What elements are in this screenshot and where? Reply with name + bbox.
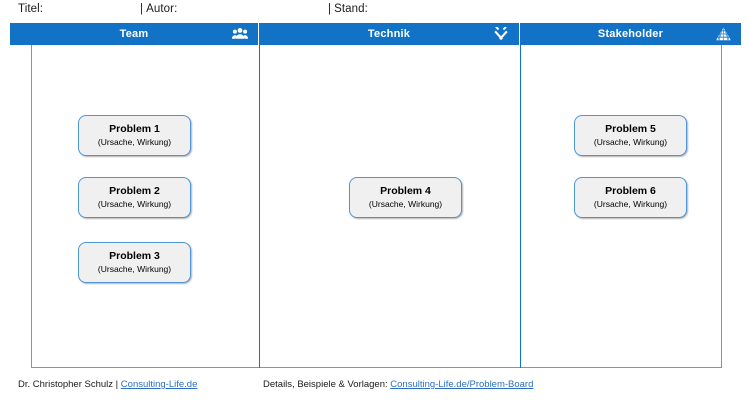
footer-resources-text: Details, Beispiele & Vorlagen: <box>263 379 391 390</box>
meta-separator-1: | <box>140 3 144 15</box>
problem-card-title: Problem 6 <box>605 185 656 197</box>
meta-titel-label: Titel: <box>18 3 44 15</box>
meta-autor-label: Autor: <box>146 3 178 15</box>
problem-card[interactable]: Problem 1 (Ursache, Wirkung) <box>78 115 191 156</box>
column-header-team-label: Team <box>119 28 149 40</box>
problem-card[interactable]: Problem 2 (Ursache, Wirkung) <box>78 177 191 218</box>
board-header: Team Technik <box>10 23 741 45</box>
board-body: Problem 1 (Ursache, Wirkung) Problem 2 (… <box>31 45 722 368</box>
column-header-stakeholder[interactable]: Stakeholder <box>520 23 741 45</box>
column-header-team[interactable]: Team <box>10 23 258 45</box>
crossed-hammers-icon <box>493 26 509 42</box>
footer-resources-link[interactable]: Consulting-Life.de/Problem-Board <box>390 379 534 390</box>
column-technik: Problem 4 (Ursache, Wirkung) <box>261 45 520 368</box>
document-meta-row: Titel: |Autor: |Stand: <box>0 0 749 22</box>
column-divider-2 <box>520 45 521 368</box>
footer-author-link[interactable]: Consulting-Life.de <box>120 379 198 390</box>
problem-card[interactable]: Problem 6 (Ursache, Wirkung) <box>574 177 687 218</box>
problem-board: Team Technik <box>10 23 741 368</box>
problem-card[interactable]: Problem 3 (Ursache, Wirkung) <box>78 242 191 283</box>
problem-card[interactable]: Problem 4 (Ursache, Wirkung) <box>349 177 462 218</box>
column-header-stakeholder-label: Stakeholder <box>597 28 664 40</box>
problem-card-subtitle: (Ursache, Wirkung) <box>368 199 443 209</box>
meta-stand-label: Stand: <box>334 3 368 15</box>
problem-card-title: Problem 3 <box>109 250 160 262</box>
problem-card-subtitle: (Ursache, Wirkung) <box>97 199 172 209</box>
problem-card-title: Problem 4 <box>380 185 431 197</box>
column-header-technik[interactable]: Technik <box>259 23 519 45</box>
footer-author: Dr. Christopher Schulz | Consulting-Life… <box>18 379 197 390</box>
column-stakeholder: Problem 5 (Ursache, Wirkung) Problem 6 (… <box>522 45 721 368</box>
footer-resources: Details, Beispiele & Vorlagen: Consultin… <box>263 379 533 390</box>
column-header-technik-label: Technik <box>367 28 411 40</box>
problem-card-subtitle: (Ursache, Wirkung) <box>97 264 172 274</box>
column-team: Problem 1 (Ursache, Wirkung) Problem 2 (… <box>32 45 259 368</box>
meta-autor: |Autor: <box>140 3 177 15</box>
people-group-icon <box>232 26 248 42</box>
problem-card-title: Problem 5 <box>605 123 656 135</box>
column-divider-1 <box>259 45 260 368</box>
problem-card-subtitle: (Ursache, Wirkung) <box>593 137 668 147</box>
page-footer: Dr. Christopher Schulz | Consulting-Life… <box>0 379 749 400</box>
meta-titel: Titel: <box>18 3 43 15</box>
problem-card-subtitle: (Ursache, Wirkung) <box>593 199 668 209</box>
problem-card[interactable]: Problem 5 (Ursache, Wirkung) <box>574 115 687 156</box>
problem-card-title: Problem 1 <box>109 123 160 135</box>
meta-stand: |Stand: <box>328 3 368 15</box>
meta-separator-2: | <box>328 3 332 15</box>
pyramid-hierarchy-icon <box>715 26 731 42</box>
footer-author-text: Dr. Christopher Schulz | <box>18 379 121 390</box>
problem-card-subtitle: (Ursache, Wirkung) <box>97 137 172 147</box>
problem-card-title: Problem 2 <box>109 185 160 197</box>
